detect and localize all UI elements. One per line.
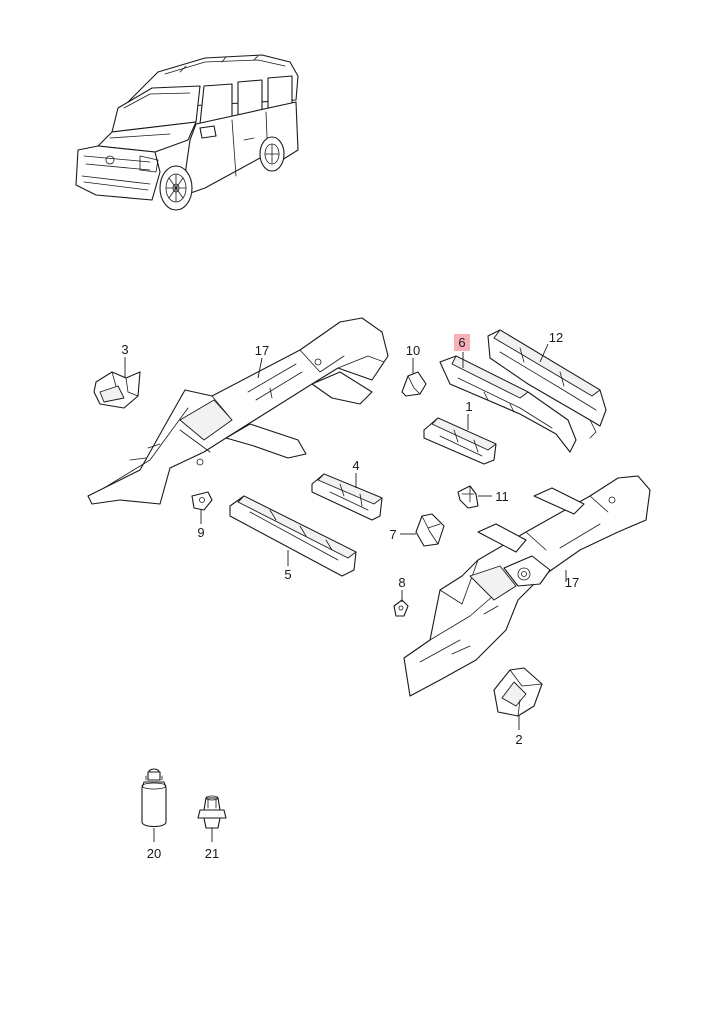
callout-3: 3 bbox=[121, 342, 128, 357]
part-4-cross-member bbox=[311, 473, 383, 521]
callout-17-right: 17 bbox=[565, 575, 579, 590]
callout-9: 9 bbox=[197, 525, 204, 540]
callout-7: 7 bbox=[389, 527, 396, 542]
callout-8: 8 bbox=[398, 575, 405, 590]
part-8-bracket bbox=[393, 599, 409, 617]
part-3-bracket bbox=[93, 371, 141, 409]
callout-1: 1 bbox=[465, 399, 472, 414]
part-9-bracket bbox=[191, 491, 213, 511]
part-11-bracket bbox=[457, 485, 479, 509]
callout-12: 12 bbox=[549, 330, 563, 345]
part-21-plug bbox=[197, 795, 227, 829]
leader-17a bbox=[257, 357, 263, 379]
front-wheel bbox=[159, 165, 193, 211]
callout-10: 10 bbox=[406, 343, 420, 358]
callout-2: 2 bbox=[515, 732, 522, 747]
leader-12 bbox=[539, 343, 549, 363]
part-1-cross-member bbox=[423, 417, 497, 465]
callout-20: 20 bbox=[147, 846, 161, 861]
part-7-bracket bbox=[415, 513, 445, 547]
part-17-left-frame-rail bbox=[87, 317, 389, 505]
callout-6-highlight bbox=[454, 334, 470, 351]
part-12-panel bbox=[487, 329, 607, 439]
callout-21: 21 bbox=[205, 846, 219, 861]
part-17-right-frame-rail bbox=[403, 475, 651, 697]
callout-11: 11 bbox=[495, 489, 509, 504]
part-5-cross-member bbox=[229, 495, 357, 577]
vehicle-illustration bbox=[75, 54, 299, 211]
callout-4: 4 bbox=[352, 458, 359, 473]
callout-5: 5 bbox=[284, 567, 291, 582]
part-20-sealant-cartridge bbox=[141, 768, 167, 828]
callout-6: 6 bbox=[458, 335, 465, 350]
rear-wheel bbox=[259, 136, 285, 172]
part-6-rail bbox=[439, 355, 577, 453]
part-2-bracket bbox=[493, 667, 543, 717]
part-10-bracket bbox=[401, 371, 427, 397]
callout-17-left: 17 bbox=[255, 343, 269, 358]
